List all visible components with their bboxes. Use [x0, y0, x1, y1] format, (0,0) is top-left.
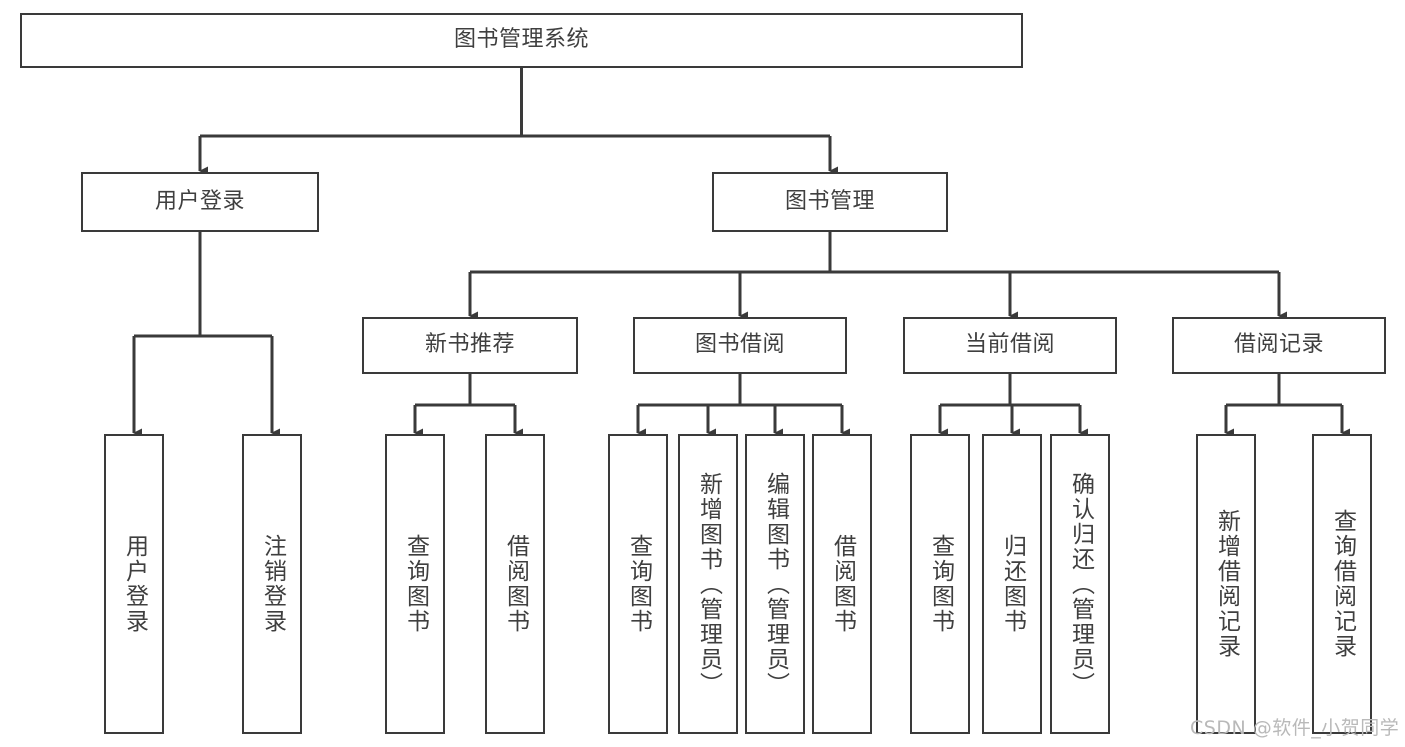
- node-leaf-cr-confirm[interactable]: 确认归还（管理员）: [1050, 434, 1110, 734]
- edge-group: [132, 68, 1350, 438]
- node-leaf-bw-query[interactable]: 查询图书: [608, 434, 668, 734]
- node-leaf-bw-add[interactable]: 新增图书（管理员）: [678, 434, 738, 734]
- node-label-leaf-cr-query: 查询图书: [927, 534, 954, 634]
- node-records[interactable]: 借阅记录: [1172, 317, 1386, 374]
- node-label-leaf-nr-borrow: 借阅图书: [502, 534, 529, 634]
- node-label-login: 用户登录: [154, 188, 245, 214]
- node-label-current: 当前借阅: [964, 332, 1055, 358]
- node-leaf-rc-add[interactable]: 新增借阅记录: [1196, 434, 1256, 734]
- node-label-leaf-cr-confirm: 确认归还（管理员）: [1067, 471, 1094, 697]
- node-label-leaf-bw-add: 新增图书（管理员）: [695, 471, 722, 697]
- node-label-leaf-rc-add: 新增借阅记录: [1213, 509, 1240, 659]
- node-label-leaf-bw-borrow: 借阅图书: [829, 534, 856, 634]
- node-leaf-nr-borrow[interactable]: 借阅图书: [485, 434, 545, 734]
- node-leaf-user-login[interactable]: 用户登录: [104, 434, 164, 734]
- node-label-leaf-user-login: 用户登录: [121, 534, 148, 634]
- node-label-root: 图书管理系统: [453, 27, 589, 53]
- node-leaf-nr-query[interactable]: 查询图书: [385, 434, 445, 734]
- node-label-leaf-cr-return: 归还图书: [999, 534, 1026, 634]
- node-leaf-cr-query[interactable]: 查询图书: [910, 434, 970, 734]
- node-newrec[interactable]: 新书推荐: [362, 317, 578, 374]
- node-root[interactable]: 图书管理系统: [20, 13, 1023, 68]
- node-leaf-user-logout[interactable]: 注销登录: [242, 434, 302, 734]
- node-label-leaf-bw-edit: 编辑图书（管理员）: [762, 471, 789, 697]
- node-label-leaf-user-logout: 注销登录: [259, 534, 286, 634]
- node-login[interactable]: 用户登录: [81, 172, 319, 232]
- node-borrow[interactable]: 图书借阅: [633, 317, 847, 374]
- node-label-leaf-rc-query: 查询借阅记录: [1329, 509, 1356, 659]
- node-leaf-rc-query[interactable]: 查询借阅记录: [1312, 434, 1372, 734]
- node-label-borrow: 图书借阅: [694, 332, 785, 358]
- node-leaf-bw-borrow[interactable]: 借阅图书: [812, 434, 872, 734]
- watermark-text: CSDN @软件_小贺同学: [1190, 717, 1400, 739]
- node-bookmgmt[interactable]: 图书管理: [712, 172, 948, 232]
- node-leaf-bw-edit[interactable]: 编辑图书（管理员）: [745, 434, 805, 734]
- node-label-leaf-nr-query: 查询图书: [402, 534, 429, 634]
- node-label-leaf-bw-query: 查询图书: [625, 534, 652, 634]
- node-label-bookmgmt: 图书管理: [784, 188, 875, 214]
- node-current[interactable]: 当前借阅: [903, 317, 1117, 374]
- node-leaf-cr-return[interactable]: 归还图书: [982, 434, 1042, 734]
- node-label-newrec: 新书推荐: [424, 332, 515, 358]
- node-label-records: 借阅记录: [1233, 332, 1324, 358]
